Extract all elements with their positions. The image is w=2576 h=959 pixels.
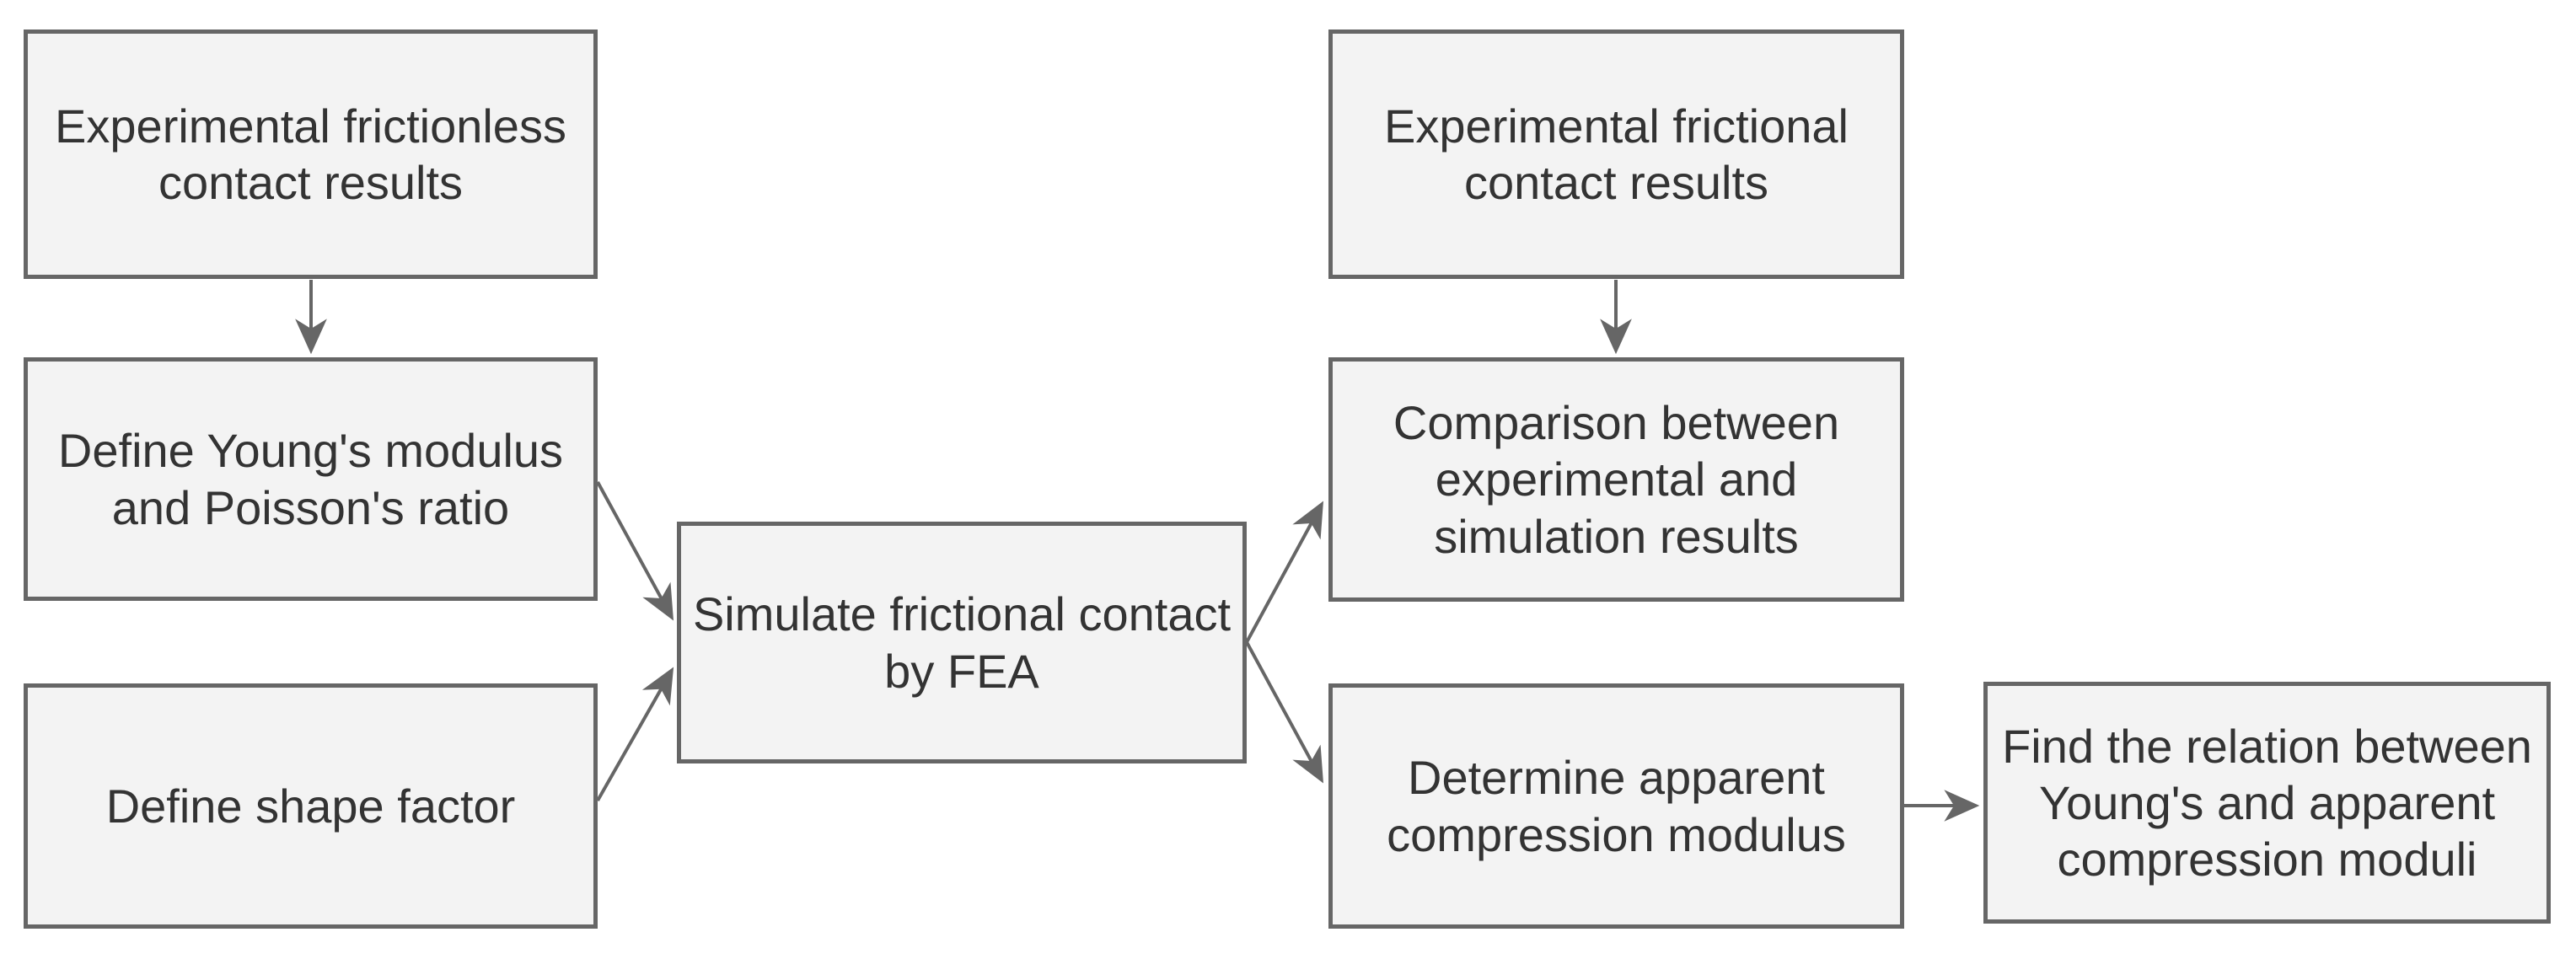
arrow-fea-to-comparison [1245, 501, 1324, 643]
node-label: Experimental frictional contact results [1384, 99, 1849, 209]
node-experimental-frictionless: Experimental frictionless contact result… [24, 29, 598, 279]
node-label: Comparison between experimental and simu… [1393, 396, 1840, 563]
arrow-fea-to-apparent [1245, 641, 1324, 784]
node-label: Experimental frictionless contact result… [55, 99, 566, 209]
node-comparison-results: Comparison between experimental and simu… [1328, 357, 1904, 602]
node-label: Find the relation between Young's and ap… [2002, 719, 2532, 887]
node-find-relation-moduli: Find the relation between Young's and ap… [1983, 682, 2551, 924]
node-define-shape-factor: Define shape factor [24, 683, 598, 929]
node-label: Define Young's modulus and Poisson's rat… [57, 424, 564, 534]
node-determine-apparent-modulus: Determine apparent compression modulus [1328, 683, 1904, 929]
node-experimental-frictional: Experimental frictional contact results [1328, 29, 1904, 279]
node-label: Determine apparent compression modulus [1387, 751, 1846, 861]
arrow-youngs-to-fea [596, 481, 674, 621]
node-simulate-fea: Simulate frictional contact by FEA [677, 522, 1247, 763]
node-define-youngs-modulus: Define Young's modulus and Poisson's rat… [24, 357, 598, 601]
arrow-shapefactor-to-fea [596, 667, 674, 801]
node-label: Simulate frictional contact by FEA [692, 587, 1232, 698]
node-label: Define shape factor [105, 779, 516, 833]
